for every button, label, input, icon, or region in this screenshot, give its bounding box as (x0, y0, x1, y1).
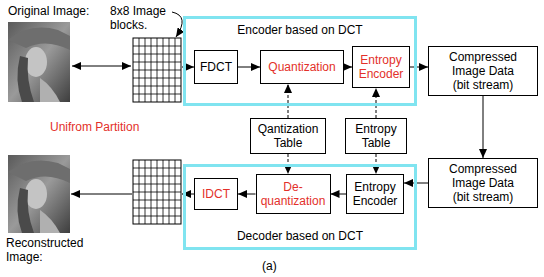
process-box: Compressed Image Data (bit stream) (428, 46, 538, 96)
photo-face (25, 47, 47, 77)
process-box: IDCT (194, 178, 238, 210)
process-box: Qantization Table (250, 118, 326, 154)
grid-label: 8x8 Image blocks. (110, 4, 172, 32)
partition-label: Unifrom Partition (50, 120, 139, 134)
box-label: Qantization Table (253, 122, 323, 150)
photo-face (25, 179, 47, 209)
photo-shoulder (40, 78, 60, 102)
box-label: De- quantization (258, 180, 328, 208)
box-label: Entropy Table (350, 122, 402, 150)
leader-line (172, 12, 182, 37)
process-box: FDCT (194, 50, 238, 84)
flow-arrow (344, 67, 352, 68)
block-grid (133, 160, 181, 224)
image-label: Reconstructed Image: (6, 236, 92, 264)
flow-arrow (410, 67, 428, 68)
process-box: Entropy Table (345, 118, 407, 154)
group-title: Decoder based on DCT (186, 229, 414, 243)
figure-caption: (a) (262, 259, 277, 273)
table-link (376, 88, 377, 118)
photo-hair (17, 188, 34, 233)
table-link (288, 84, 289, 118)
grid-frame (133, 160, 181, 224)
box-label: Compressed Image Data (bit stream) (443, 162, 523, 204)
flow-arrow (238, 194, 256, 195)
photo-shoulder (40, 210, 60, 233)
merge-arrow (71, 194, 132, 195)
flow-arrow (483, 96, 484, 158)
photo-hair (17, 56, 34, 102)
grid-lines (133, 160, 181, 224)
grid-lines (133, 38, 181, 102)
stage-group: Decoder based on DCT IDCT De- quantization… (183, 164, 417, 250)
flow-arrow (238, 67, 260, 68)
partition-arrow (72, 66, 131, 67)
photo-ground (8, 22, 70, 102)
box-label: Quantization (268, 60, 335, 74)
box-label: FDCT (200, 60, 232, 74)
reconstructed-photo (8, 155, 70, 233)
photo-hat (8, 28, 70, 50)
group-title: Encoder based on DCT (186, 23, 414, 37)
box-label: IDCT (202, 187, 230, 201)
original-photo (8, 22, 70, 102)
box-label: Compressed Image Data (bit stream) (443, 50, 523, 92)
image-label: Original Image: (8, 4, 89, 18)
process-box: Entropy Encoder (352, 46, 410, 88)
process-box: Quantization (260, 50, 344, 84)
stage-group: Encoder based on DCT FDCT Quantization Entr… (183, 16, 417, 106)
box-label: Entropy Encoder (349, 180, 401, 208)
grid-frame (133, 38, 181, 102)
process-box: Compressed Image Data (bit stream) (428, 158, 538, 208)
flow-arrow (331, 194, 347, 195)
block-grid (133, 38, 181, 102)
process-box: De- quantization (256, 174, 331, 214)
process-box: Entropy Encoder (346, 174, 404, 214)
photo-ground (8, 155, 70, 233)
box-label: Entropy Encoder (355, 53, 407, 81)
